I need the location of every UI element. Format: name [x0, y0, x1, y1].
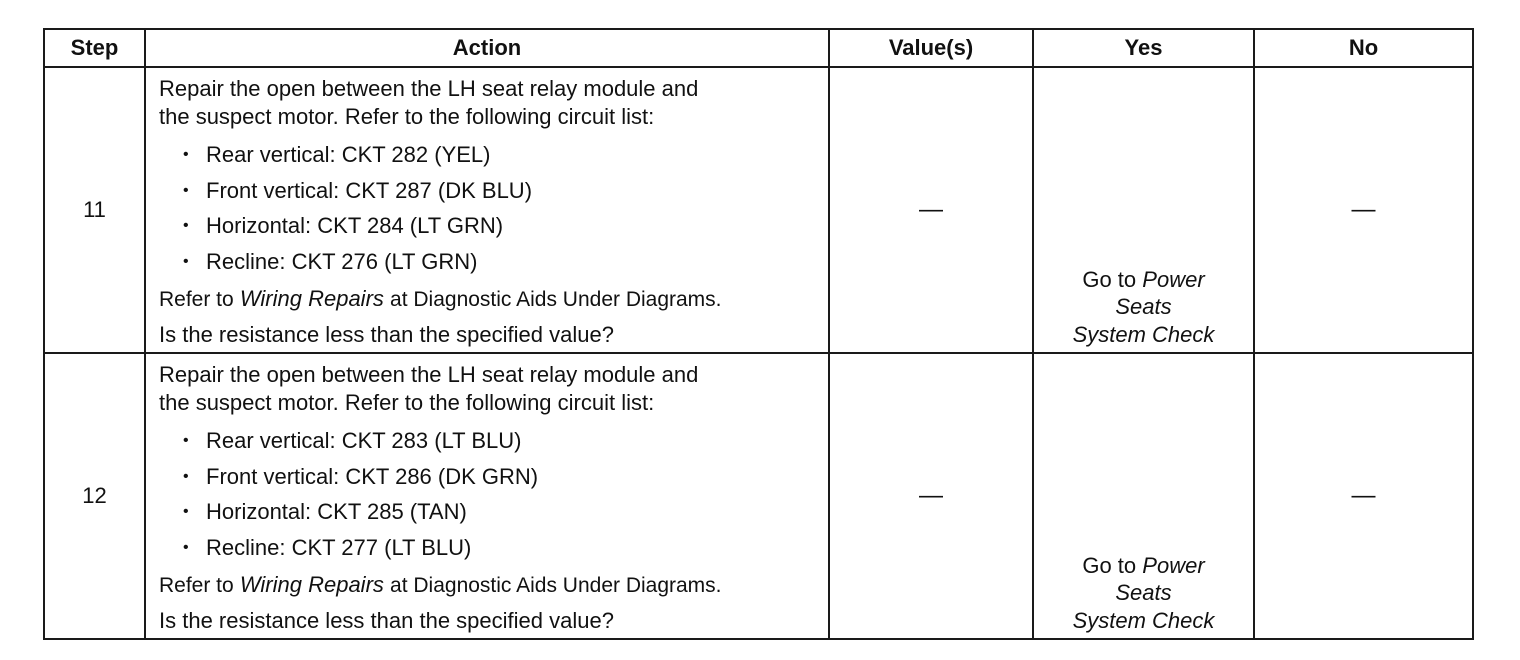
refer-lead: Refer to	[159, 288, 234, 311]
circuit-text: Front vertical: CKT 286 (DK GRN)	[206, 463, 539, 489]
circuit-text: Recline: CKT 276 (LT GRN)	[206, 248, 478, 274]
header-values: Value(s)	[828, 28, 1034, 68]
circuit-text: Front vertical: CKT 287 (DK BLU)	[206, 177, 533, 203]
action-cell: Repair the open between the LH seat rela…	[144, 66, 830, 354]
header-step: Step	[43, 28, 146, 68]
yes-lead: Go to	[1082, 266, 1137, 292]
yes-cell: Go to Power Seats System Check	[1032, 66, 1255, 354]
bullet-icon: •	[183, 503, 189, 520]
yes-ref: Seats	[1115, 294, 1172, 319]
no-cell: —	[1253, 66, 1474, 354]
action-intro: Repair the open between the LH seat rela…	[159, 361, 818, 417]
no-dash: —	[1351, 482, 1376, 509]
value-dash: —	[919, 482, 943, 509]
circuit-item: • Recline: CKT 276 (LT GRN)	[183, 244, 818, 280]
yes-ref: Seats	[1115, 580, 1172, 605]
bullet-icon: •	[183, 467, 189, 485]
no-dash: —	[1351, 196, 1376, 223]
circuit-item: • Rear vertical: CKT 282 (YEL)	[183, 137, 818, 173]
refer-line: Refer to Wiring Repairs at Diagnostic Ai…	[159, 281, 818, 317]
bullet-icon: •	[183, 217, 189, 234]
circuit-list: • Rear vertical: CKT 283 (LT BLU) • Front …	[159, 423, 818, 565]
bullet-icon: •	[183, 538, 189, 556]
value-dash: —	[919, 196, 943, 223]
table-row: 12 Repair the open between the LH seat r…	[43, 352, 1474, 640]
circuit-item: • Front vertical: CKT 286 (DK GRN)	[183, 459, 818, 495]
diagnostic-table: Step Action Value(s) Yes No 11 Repair th…	[43, 28, 1474, 640]
header-row: Step Action Value(s) Yes No	[43, 28, 1474, 68]
circuit-item: • Horizontal: CKT 284 (LT GRN)	[183, 208, 818, 244]
circuit-text: Horizontal: CKT 285 (TAN)	[206, 499, 467, 524]
circuit-text: Horizontal: CKT 284 (LT GRN)	[206, 213, 504, 238]
action-intro-line: the suspect motor. Refer to the followin…	[159, 104, 655, 129]
circuit-item: • Rear vertical: CKT 283 (LT BLU)	[183, 423, 818, 459]
bullet-icon: •	[183, 252, 189, 270]
action-cell: Repair the open between the LH seat rela…	[144, 352, 830, 640]
circuit-text: Rear vertical: CKT 282 (YEL)	[206, 142, 491, 167]
action-intro: Repair the open between the LH seat rela…	[159, 75, 818, 131]
question-text: Is the resistance less than the specifie…	[159, 322, 614, 347]
header-action: Action	[144, 28, 830, 68]
circuit-list: • Rear vertical: CKT 282 (YEL) • Front ver…	[159, 137, 818, 279]
question-text: Is the resistance less than the specifie…	[159, 608, 614, 633]
wiring-repairs-reference: Wiring Repairs	[239, 572, 384, 597]
yes-cell: Go to Power Seats System Check	[1032, 352, 1255, 640]
yes-ref: Power	[1142, 266, 1205, 292]
refer-tail: at Diagnostic Aids Under Diagrams.	[390, 288, 722, 311]
wiring-repairs-reference: Wiring Repairs	[239, 286, 384, 311]
header-yes: Yes	[1032, 28, 1255, 68]
circuit-item: • Front vertical: CKT 287 (DK BLU)	[183, 173, 818, 209]
circuit-text: Rear vertical: CKT 283 (LT BLU)	[206, 428, 522, 453]
header-no: No	[1253, 28, 1474, 68]
action-intro-line: Repair the open between the LH seat rela…	[159, 362, 699, 387]
yes-action: Go to Power Seats System Check	[1034, 266, 1253, 349]
yes-action: Go to Power Seats System Check	[1034, 552, 1253, 635]
refer-lead: Refer to	[159, 574, 234, 597]
table-row: 11 Repair the open between the LH seat r…	[43, 66, 1474, 354]
yes-ref: System Check	[1072, 607, 1215, 633]
yes-ref: System Check	[1072, 321, 1215, 347]
values-cell: —	[828, 66, 1034, 354]
circuit-item: • Horizontal: CKT 285 (TAN)	[183, 494, 818, 530]
bullet-icon: •	[183, 181, 189, 199]
action-intro-line: the suspect motor. Refer to the followin…	[159, 390, 655, 415]
bullet-icon: •	[183, 432, 189, 449]
step-number: 11	[43, 66, 146, 354]
step-number: 12	[43, 352, 146, 640]
circuit-item: • Recline: CKT 277 (LT BLU)	[183, 530, 818, 566]
yes-ref: Power	[1142, 552, 1205, 578]
refer-tail: at Diagnostic Aids Under Diagrams.	[390, 574, 722, 597]
values-cell: —	[828, 352, 1034, 640]
yes-lead: Go to	[1082, 552, 1137, 578]
bullet-icon: •	[183, 146, 189, 163]
no-cell: —	[1253, 352, 1474, 640]
action-intro-line: Repair the open between the LH seat rela…	[159, 76, 699, 101]
circuit-text: Recline: CKT 277 (LT BLU)	[206, 534, 472, 560]
refer-line: Refer to Wiring Repairs at Diagnostic Ai…	[159, 567, 818, 603]
